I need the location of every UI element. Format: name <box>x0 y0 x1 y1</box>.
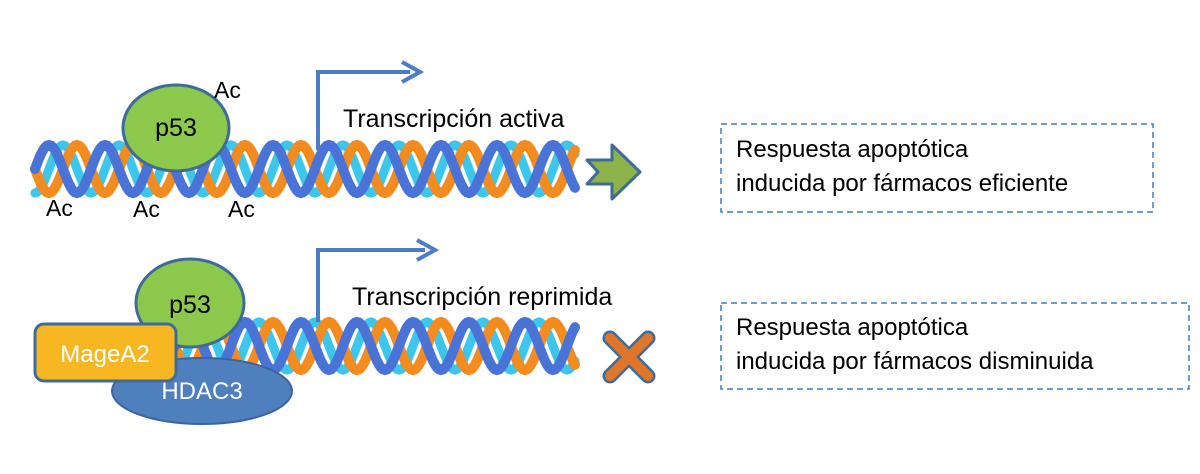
result-text-top: Respuesta apoptótica inducida por fármac… <box>736 133 1068 201</box>
result-line: inducida por fármacos eficiente <box>736 170 1069 197</box>
magea2-protein: MageA2 <box>33 322 178 383</box>
magea2-label: MageA2 <box>60 341 149 368</box>
promoter-arrow-bottom <box>316 238 440 322</box>
result-line: Respuesta apoptótica <box>736 314 969 341</box>
green-arrow-icon <box>585 143 642 201</box>
p53-label-top: p53 <box>155 114 197 142</box>
p53-protein-top: p53 <box>121 83 231 173</box>
transcription-repressed-label: Transcripción reprimida <box>352 283 612 311</box>
p53-label-bottom: p53 <box>169 291 211 319</box>
dna-helix-top <box>30 139 580 199</box>
dna-strand <box>170 316 580 376</box>
result-line: inducida por fármacos disminuida <box>736 348 1094 375</box>
acetyl-mark: Ac <box>228 196 255 222</box>
dna-strand <box>30 139 580 199</box>
hdac3-label: HDAC3 <box>161 378 242 405</box>
transcription-active-label: Transcripción activa <box>343 105 564 133</box>
acetyl-mark: Ac <box>214 77 241 103</box>
promoter-arrow-top <box>316 60 425 150</box>
result-box-bottom <box>720 302 1190 390</box>
acetyl-mark: Ac <box>46 195 73 221</box>
result-box-top <box>720 123 1154 213</box>
result-text-bottom: Respuesta apoptótica inducida por fármac… <box>736 311 1094 379</box>
result-line: Respuesta apoptótica <box>736 136 969 163</box>
orange-x-icon <box>602 330 656 384</box>
acetyl-mark: Ac <box>133 196 160 222</box>
